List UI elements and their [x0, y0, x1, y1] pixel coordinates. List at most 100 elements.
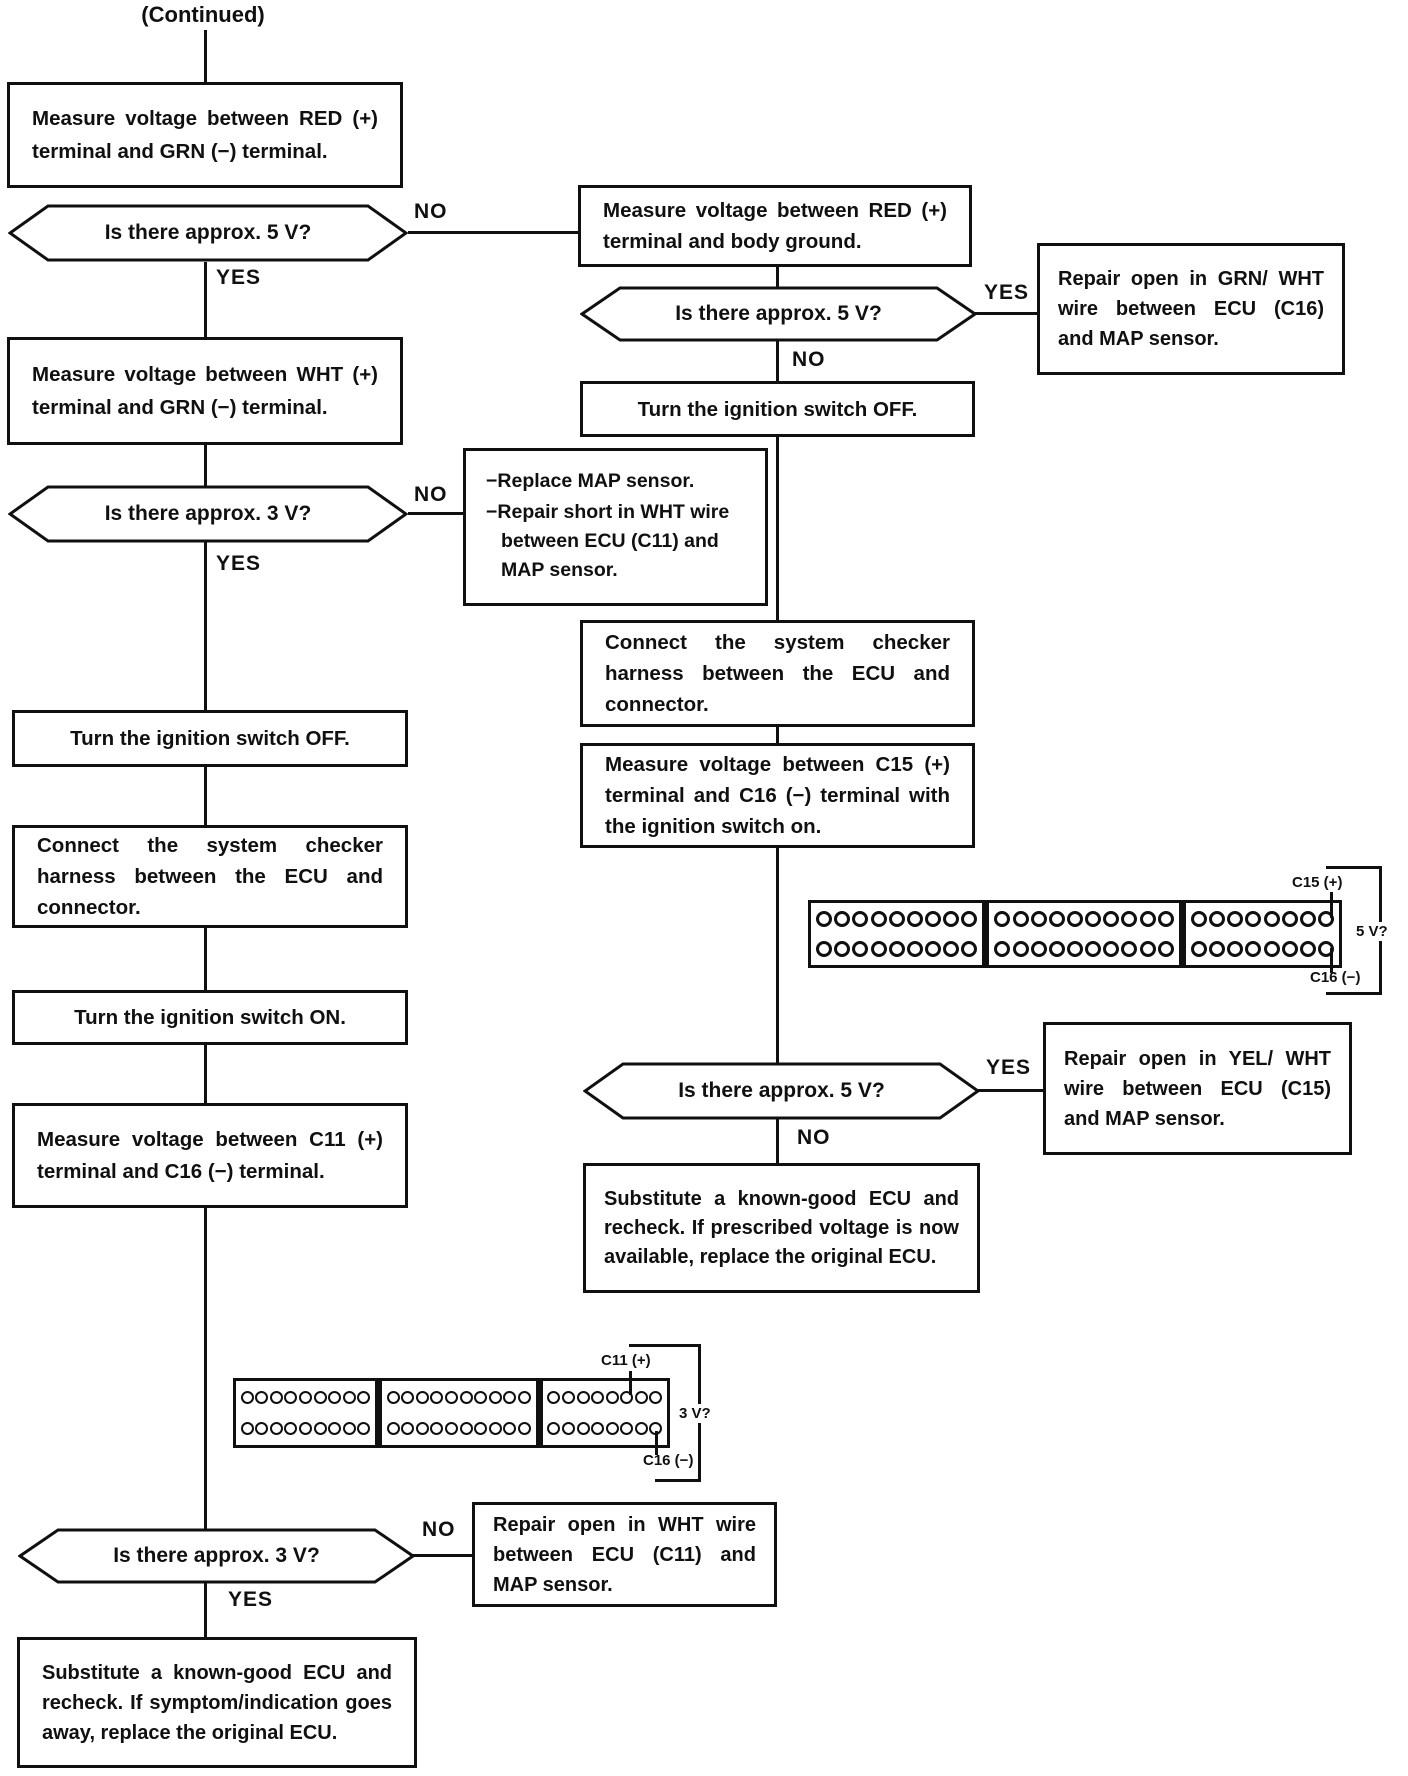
- pin-hole: [313, 1422, 327, 1435]
- pin-hole: [430, 1422, 444, 1435]
- label-no: NO: [414, 483, 448, 506]
- pin-row: [992, 934, 1176, 964]
- pin-row: [992, 904, 1176, 934]
- pin-hole: [852, 941, 869, 957]
- pin-group: [236, 1381, 375, 1445]
- flow-line: [204, 542, 207, 711]
- pin-hole: [591, 1391, 605, 1404]
- pin-label-c16-minus: C16 (−): [1310, 969, 1361, 986]
- pin-row: [814, 934, 979, 964]
- pin-hole: [961, 911, 978, 927]
- pin-hole: [401, 1422, 415, 1435]
- pin-hole: [386, 1391, 400, 1404]
- pin-hole: [1245, 941, 1262, 957]
- pin-hole: [1157, 941, 1174, 957]
- label-yes: YES: [984, 281, 1030, 304]
- pin-pointer-line: [655, 1431, 658, 1455]
- pin-hole: [518, 1391, 532, 1404]
- pin-hole: [298, 1391, 312, 1404]
- pin-hole: [994, 941, 1011, 957]
- pin-hole: [1209, 941, 1226, 957]
- voltage-bracket: [1326, 866, 1382, 869]
- pin-hole: [488, 1422, 502, 1435]
- pin-hole: [342, 1391, 356, 1404]
- pin-group: [989, 903, 1180, 965]
- pin-hole: [445, 1422, 459, 1435]
- pin-hole: [1048, 941, 1065, 957]
- pin-row: [546, 1413, 664, 1444]
- pin-row: [1189, 934, 1336, 964]
- pin-group: [811, 903, 983, 965]
- voltage-question-label: 5 V?: [1353, 922, 1391, 941]
- pin-hole: [328, 1422, 342, 1435]
- pin-group: [382, 1381, 536, 1445]
- decision-5v-body-ground: Is there approx. 5 V?: [580, 286, 977, 342]
- pin-hole: [1191, 941, 1208, 957]
- pin-hole: [943, 941, 959, 957]
- flow-line: [204, 1044, 207, 1104]
- pin-group: [1186, 903, 1339, 965]
- pin-hole: [1317, 911, 1334, 927]
- voltage-bracket: [655, 1479, 701, 1482]
- pin-hole: [634, 1391, 648, 1404]
- pin-hole: [649, 1391, 663, 1404]
- pin-hole: [816, 911, 833, 927]
- pin-hole: [255, 1391, 269, 1404]
- pin-hole: [1085, 941, 1102, 957]
- flow-box-ignition-off-mid: Turn the ignition switch OFF.: [580, 381, 975, 437]
- flow-line: [776, 725, 779, 745]
- voltage-question-label: 3 V?: [676, 1404, 714, 1423]
- pin-hole: [924, 941, 941, 957]
- flow-line: [204, 1207, 207, 1529]
- flow-box-measure-wht-grn: Measure voltage between WHT (+) terminal…: [7, 337, 403, 445]
- pin-hole: [906, 941, 923, 957]
- flow-line: [776, 340, 779, 383]
- pin-hole: [943, 911, 959, 927]
- pin-pointer-line: [629, 1371, 632, 1395]
- pin-hole: [576, 1391, 590, 1404]
- decision-label: Is there approx. 5 V?: [678, 1079, 885, 1102]
- pin-hole: [1157, 911, 1174, 927]
- pin-hole: [1245, 911, 1262, 927]
- pin-hole: [459, 1391, 473, 1404]
- pin-hole: [1067, 941, 1084, 957]
- pin-hole: [547, 1391, 561, 1404]
- pin-hole: [1191, 911, 1208, 927]
- pin-pointer-line: [1330, 892, 1333, 918]
- pin-hole: [1281, 941, 1298, 957]
- pin-hole: [503, 1422, 517, 1435]
- flow-line: [204, 30, 207, 83]
- pin-hole: [386, 1422, 400, 1435]
- pin-label-c16-minus: C16 (−): [643, 1452, 694, 1469]
- pin-hole: [1209, 911, 1226, 927]
- pin-hole: [888, 911, 905, 927]
- pin-hole: [994, 911, 1011, 927]
- pin-hole: [1139, 941, 1156, 957]
- pin-hole: [474, 1422, 488, 1435]
- pin-hole: [634, 1422, 648, 1435]
- flow-line-no: [413, 1554, 474, 1557]
- label-yes: YES: [216, 266, 262, 289]
- pin-hole: [240, 1391, 254, 1404]
- voltage-bracket: [629, 1344, 701, 1347]
- pin-hole: [269, 1391, 283, 1404]
- ecu-connector-diagram-lower: [233, 1378, 670, 1448]
- replace-item: −Replace MAP sensor.: [486, 470, 695, 492]
- pin-hole: [870, 941, 887, 957]
- flow-box-ignition-off-left: Turn the ignition switch OFF.: [12, 710, 408, 767]
- decision-5v-c15: Is there approx. 5 V?: [583, 1062, 980, 1120]
- pin-hole: [430, 1391, 444, 1404]
- flow-line-yes: [975, 312, 1039, 315]
- pin-hole: [1103, 911, 1120, 927]
- flow-box-replace-map-sensor: −Replace MAP sensor. −Repair short in WH…: [463, 448, 768, 606]
- pin-hole: [547, 1422, 561, 1435]
- pin-row: [239, 1382, 372, 1413]
- pin-row: [385, 1413, 533, 1444]
- flow-line: [776, 1118, 779, 1165]
- pin-hole: [1299, 911, 1316, 927]
- pin-hole: [1085, 911, 1102, 927]
- flow-box-repair-yel-wht: Repair open in YEL/ WHT wire between ECU…: [1043, 1022, 1352, 1155]
- pin-hole: [561, 1391, 575, 1404]
- flow-line: [776, 435, 779, 622]
- pin-hole: [474, 1391, 488, 1404]
